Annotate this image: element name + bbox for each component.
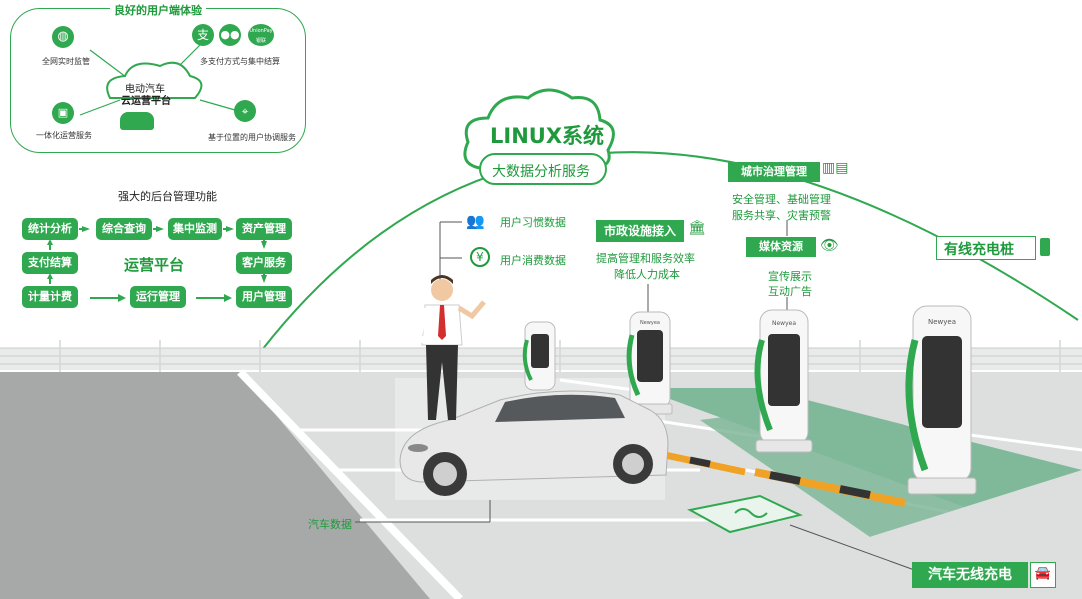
cloud-platform-line1: 电动汽车 <box>125 84 165 95</box>
municipal-line1: 提高管理和服务效率 <box>596 252 695 265</box>
box-user-management: 用户管理 <box>236 286 292 308</box>
box-monitoring: 集中监测 <box>168 218 222 240</box>
city-governance-label: 城市治理管理 <box>728 162 820 182</box>
car-icon: 🚘 <box>1030 562 1056 588</box>
box-metering-billing: 计量计费 <box>22 286 78 308</box>
item-location-service: 基于位置的用户协调服务 <box>208 133 296 142</box>
city-line2: 服务共享、灾害预警 <box>732 209 831 222</box>
operation-platform-label: 运营平台 <box>124 256 185 274</box>
box-statistics: 统计分析 <box>22 218 78 240</box>
svg-text:Newyea: Newyea <box>640 320 660 326</box>
linux-system-title: LINUX系统 <box>490 124 605 148</box>
media-line1: 宣传展示 <box>768 270 812 283</box>
media-line2: 互动广告 <box>768 285 812 298</box>
cloud-platform-line2: 云运营平台 <box>121 96 171 107</box>
svg-text:Newyea: Newyea <box>928 318 956 326</box>
box-asset-management: 资产管理 <box>236 218 292 240</box>
car-charging-icon <box>120 112 154 130</box>
media-resources-label: 媒体资源 <box>746 237 816 257</box>
big-data-subtitle: 大数据分析服务 <box>492 164 590 180</box>
box-operation-management: 运行管理 <box>130 286 186 308</box>
location-icon: ⌖ <box>234 100 256 122</box>
item-realtime-monitor: 全网实时监管 <box>42 57 90 66</box>
users-icon: 👥 <box>466 212 485 230</box>
wired-charger-label: 有线充电桩 <box>944 242 1014 258</box>
backend-flow-arrows <box>47 226 267 302</box>
linux-cloud-shape <box>463 88 615 185</box>
eye-icon: 👁 <box>820 236 840 254</box>
car-data-label: 汽车数据 <box>308 518 352 531</box>
item-integrated-service: 一体化运营服务 <box>36 131 92 140</box>
box-payment-settlement: 支付结算 <box>22 252 78 274</box>
building-icon: 🏛 <box>688 220 706 236</box>
box-query: 综合查询 <box>96 218 152 240</box>
user-habit-data: 用户习惯数据 <box>500 216 566 229</box>
item-multi-payment: 多支付方式与集中结算 <box>200 57 280 66</box>
globe-icon: ◍ <box>52 26 74 48</box>
yuan-icon: ¥ <box>470 247 490 267</box>
backend-title: 强大的后台管理功能 <box>118 190 217 203</box>
wechat-pay-icon: ●● <box>219 24 241 46</box>
alipay-icon: 支 <box>192 24 214 46</box>
city-line1: 安全管理、基础管理 <box>732 193 831 206</box>
city-skyline-icon: ▥▤ <box>822 160 849 176</box>
user-consumption-data: 用户消费数据 <box>500 254 566 267</box>
service-station-icon: ▣ <box>52 102 74 124</box>
wired-charger-label-box <box>936 236 1036 260</box>
svg-text:Newyea: Newyea <box>772 320 796 327</box>
municipal-line2: 降低人力成本 <box>614 268 680 281</box>
municipal-access-label: 市政设施接入 <box>596 220 684 242</box>
battery-icon <box>1040 238 1050 256</box>
user-experience-diagram <box>79 44 236 116</box>
box-customer-service: 客户服务 <box>236 252 292 274</box>
wireless-charging-label: 汽车无线充电 <box>912 562 1028 588</box>
user-experience-title: 良好的用户端体验 <box>110 2 206 18</box>
